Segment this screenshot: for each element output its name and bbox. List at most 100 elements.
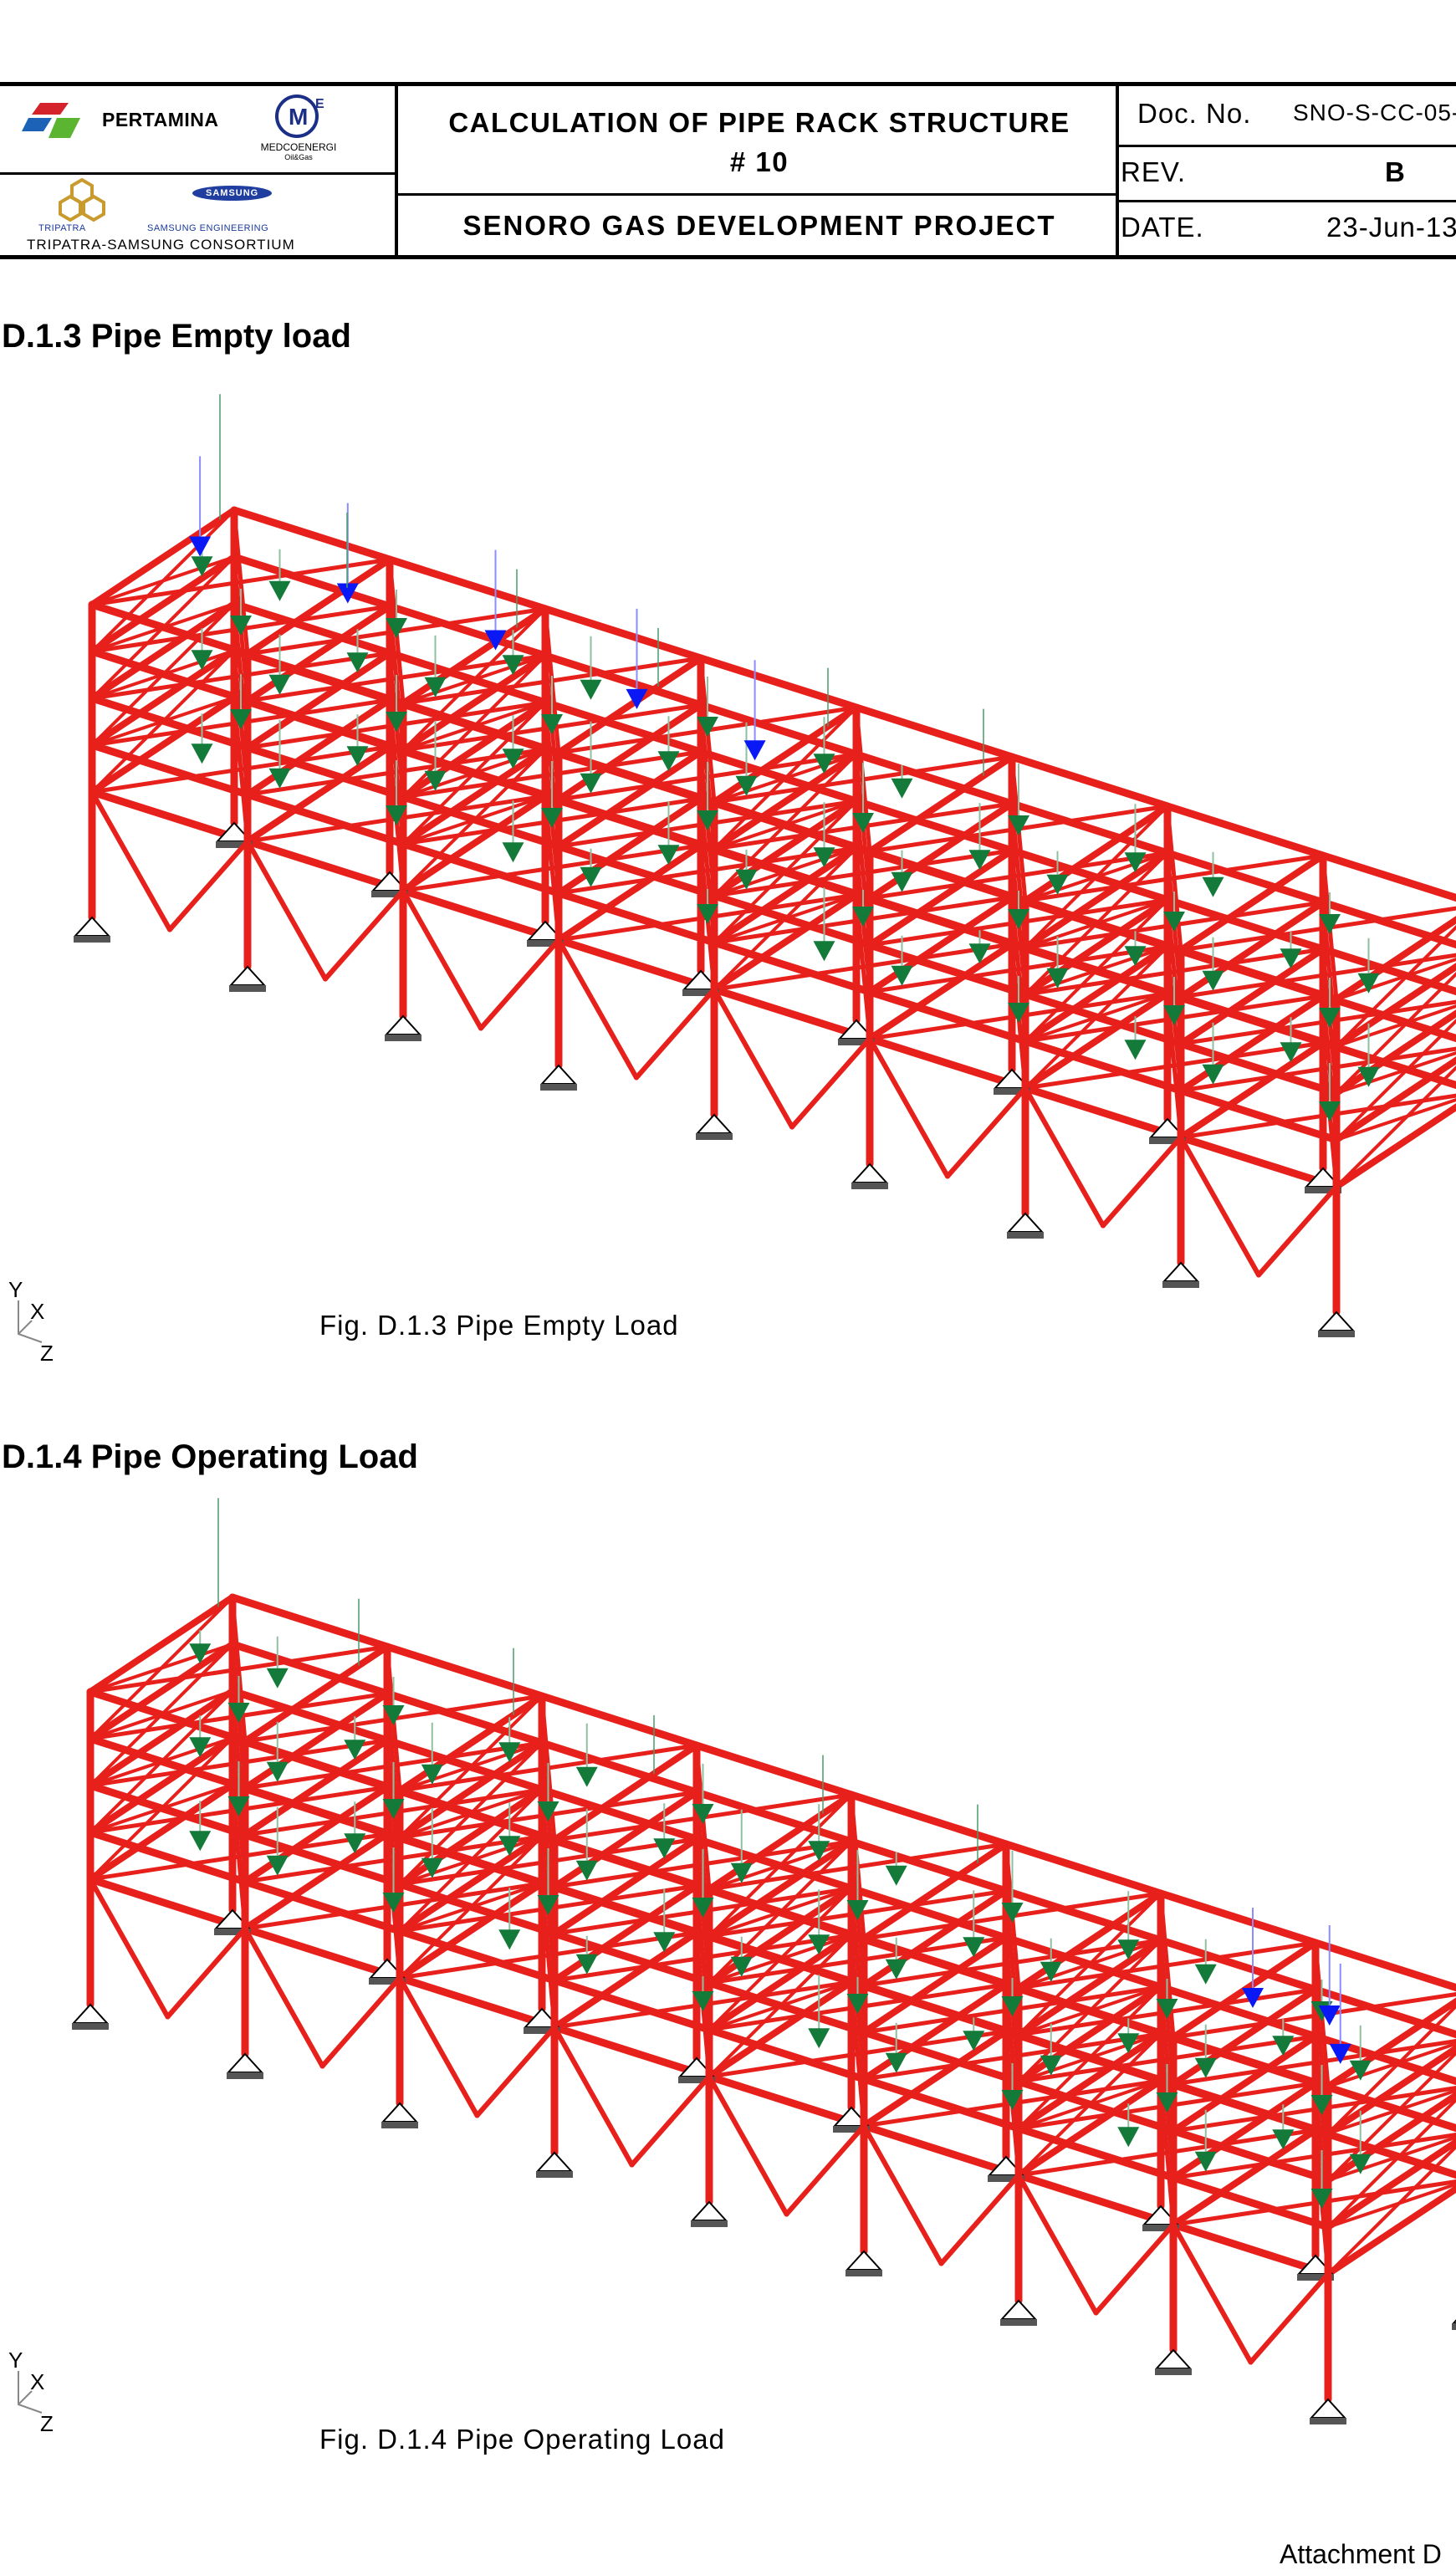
transverse-beam xyxy=(1022,803,1171,904)
transverse-beam xyxy=(555,842,704,943)
pipe-load-arrow xyxy=(852,907,874,927)
pipe-load-arrow xyxy=(730,1956,753,1977)
pipe-load-arrow xyxy=(537,1801,559,1821)
support-base xyxy=(527,940,564,947)
transverse-beam xyxy=(396,1693,545,1794)
support-base xyxy=(216,841,253,848)
header-divider xyxy=(396,193,1117,196)
vertical-brace xyxy=(90,649,236,700)
attachment-label: Attachment D xyxy=(1280,2539,1442,2569)
transverse-beam xyxy=(87,1781,236,1883)
pipe-load-arrow xyxy=(1319,1008,1341,1028)
samsung-engineering-name: SAMSUNG ENGINEERING xyxy=(147,223,269,233)
support-icon xyxy=(1317,1311,1356,1331)
vertical-brace xyxy=(90,602,236,653)
vertical-brace xyxy=(708,1840,853,1891)
transverse-beam xyxy=(396,1786,545,1888)
transverse-beam xyxy=(1015,1937,1164,2038)
pipe-load-arrow xyxy=(1040,2055,1062,2076)
knee-brace xyxy=(245,839,328,982)
pipe-load-arrow xyxy=(575,1860,598,1881)
pipe-load-arrow xyxy=(1280,948,1302,969)
pipe-load-arrow xyxy=(1319,1101,1341,1122)
pipe-load-arrow xyxy=(575,1954,598,1975)
support-icon xyxy=(1154,2348,1193,2369)
support-icon xyxy=(851,1162,889,1183)
transverse-beam xyxy=(242,1643,391,1745)
pipe-load-arrow xyxy=(1124,1040,1147,1060)
project-name: SENORO GAS DEVELOPMENT PROJECT xyxy=(462,210,1056,241)
knee-brace xyxy=(1016,2173,1099,2316)
transverse-beam xyxy=(711,892,860,993)
knee-brace xyxy=(167,839,250,932)
support-base xyxy=(540,1084,577,1091)
pipe-load-arrow xyxy=(189,1737,212,1758)
knee-brace xyxy=(552,2025,635,2168)
pipe-load-arrow xyxy=(498,1742,521,1763)
plan-brace xyxy=(1178,906,1456,953)
support-icon xyxy=(690,2200,728,2221)
tripatra-mark-icon xyxy=(59,178,105,222)
transverse-beam xyxy=(1015,1984,1164,2085)
vertical-brace xyxy=(1326,2135,1456,2182)
transverse-beam xyxy=(706,1838,855,1939)
point-load-arrow xyxy=(1329,2043,1351,2064)
transverse-beam xyxy=(861,1934,1009,2036)
transverse-beam xyxy=(89,647,238,749)
vertical-brace xyxy=(398,1882,544,1933)
pipe-load-arrow xyxy=(891,778,913,799)
support-base xyxy=(1305,1187,1341,1193)
transverse-beam xyxy=(244,556,393,657)
pipe-load-arrow xyxy=(1156,1999,1178,2019)
plan-brace xyxy=(1016,2128,1318,2178)
vertical-brace xyxy=(89,1783,234,1834)
vertical-brace xyxy=(90,696,236,747)
transverse-beam xyxy=(551,1789,700,1890)
figure-caption-operating: Fig. D.1.4 Pipe Operating Load xyxy=(319,2424,725,2455)
pipe-load-arrow xyxy=(346,652,369,673)
transverse-beam xyxy=(861,1981,1009,2082)
knee-brace xyxy=(474,2025,557,2118)
transverse-beam xyxy=(1178,1040,1326,1141)
knee-brace xyxy=(1101,1135,1183,1229)
transverse-beam xyxy=(87,1688,236,1789)
pipe-load-arrow xyxy=(421,1764,443,1785)
transverse-beam xyxy=(242,1784,391,1885)
pipe-load-arrow xyxy=(653,1932,676,1953)
vertical-brace xyxy=(1024,851,1169,902)
axis-y-label: Y xyxy=(8,2348,23,2373)
support-base xyxy=(833,2126,870,2133)
transverse-beam xyxy=(242,1831,391,1932)
support-base xyxy=(682,989,719,996)
pipe-load-arrow xyxy=(502,749,524,769)
pipe-load-arrow xyxy=(575,1766,598,1787)
plan-brace xyxy=(401,843,703,893)
support-icon xyxy=(1162,1261,1200,1282)
section-heading-pipe-empty: D.1.3 Pipe Empty load xyxy=(2,318,351,355)
support-base xyxy=(227,2072,263,2079)
transverse-beam xyxy=(396,1880,545,1981)
transverse-beam xyxy=(1015,1890,1164,1991)
axis-z-label: Z xyxy=(40,2411,54,2436)
transverse-beam xyxy=(711,704,860,805)
pipe-load-arrow xyxy=(1310,2189,1333,2209)
pipe-load-arrow xyxy=(846,1900,869,1920)
support-base xyxy=(72,2023,109,2030)
knee-brace xyxy=(1171,2222,1254,2365)
pipe-load-arrow xyxy=(968,850,991,871)
support-base xyxy=(369,1978,406,1985)
axis-triad-icon: Y X Z xyxy=(8,1277,54,1366)
transverse-beam xyxy=(1170,1986,1319,2087)
knee-brace xyxy=(319,1975,402,2069)
pipe-load-arrow xyxy=(346,746,369,767)
transverse-beam xyxy=(551,1836,700,1937)
transverse-beam xyxy=(89,507,238,608)
point-load-arrow xyxy=(743,740,766,761)
transverse-beam xyxy=(400,605,549,707)
pipe-load-arrow xyxy=(268,674,291,695)
pipe-load-arrow xyxy=(266,1668,289,1689)
pipe-load-arrow xyxy=(502,842,524,863)
pipe-load-arrow xyxy=(1194,1964,1217,1985)
vertical-brace xyxy=(713,800,858,851)
pipe-load-arrow xyxy=(382,1799,405,1819)
